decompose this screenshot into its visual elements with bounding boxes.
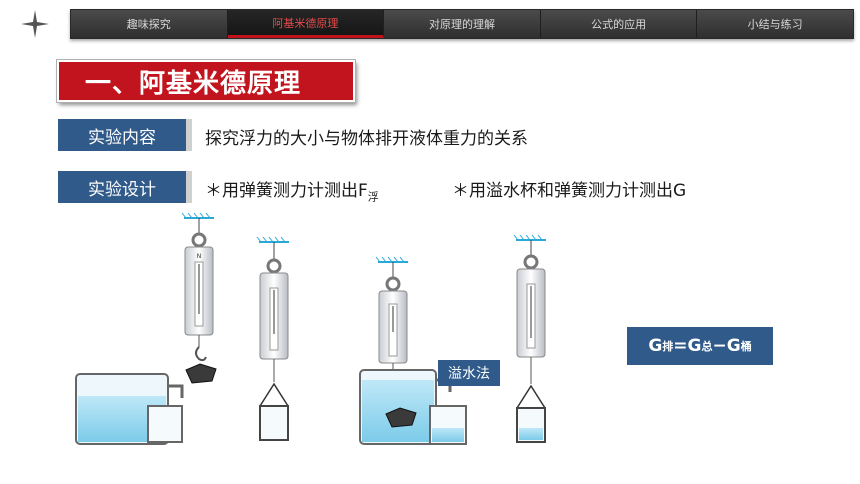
tab-archimedes-principle[interactable]: 阿基米德原理	[227, 10, 385, 38]
scale-3	[375, 256, 408, 382]
tab-formula-application[interactable]: 公式的应用	[540, 10, 698, 38]
scale-1: N	[181, 212, 217, 384]
scale-2	[256, 236, 289, 441]
compass-star-icon	[21, 10, 49, 38]
formula-eq: =G	[673, 336, 702, 356]
overflow-method-label: 溢水法	[438, 360, 500, 386]
formula-sub-displaced: 排	[662, 340, 674, 353]
overflow-cup-2	[359, 369, 452, 445]
experiment-content-label: 实验内容	[58, 119, 192, 151]
experiment-design-label: 实验设计	[58, 171, 192, 203]
design-step-displaced: ＊用溢水杯和弹簧测力计测出G	[452, 181, 687, 201]
small-cup-1	[147, 405, 183, 443]
experiment-content-text: 探究浮力的大小与物体排开液体重力的关系	[205, 129, 528, 149]
small-cup-2	[429, 405, 467, 445]
formula-g1: G	[648, 336, 663, 356]
design-step-buoyancy: ＊用弹簧测力计测出F浮	[205, 176, 379, 204]
svg-text:N: N	[197, 253, 202, 260]
design-step-buoyancy-main: ＊用弹簧测力计测出F	[205, 181, 368, 201]
section-title: 一、阿基米德原理	[56, 59, 356, 103]
formula-sub-bucket: 桶	[740, 340, 752, 353]
tab-fun-inquiry[interactable]: 趣味探究	[71, 10, 228, 38]
formula-sub-total: 总	[701, 340, 713, 353]
formula-minus: −G	[712, 336, 741, 356]
tab-summary-practice[interactable]: 小结与练习	[697, 10, 853, 38]
overflow-cup-1	[75, 373, 184, 445]
nav-tabbar: 趣味探究 阿基米德原理 对原理的理解 公式的应用 小结与练习	[70, 9, 854, 39]
experiment-illustration: N	[64, 212, 598, 458]
tab-understanding[interactable]: 对原理的理解	[384, 10, 541, 38]
top-strip: 趣味探究 阿基米德原理 对原理的理解 公式的应用 小结与练习	[0, 0, 860, 46]
scale-4	[513, 234, 546, 443]
design-step-buoyancy-sub: 浮	[367, 190, 379, 204]
